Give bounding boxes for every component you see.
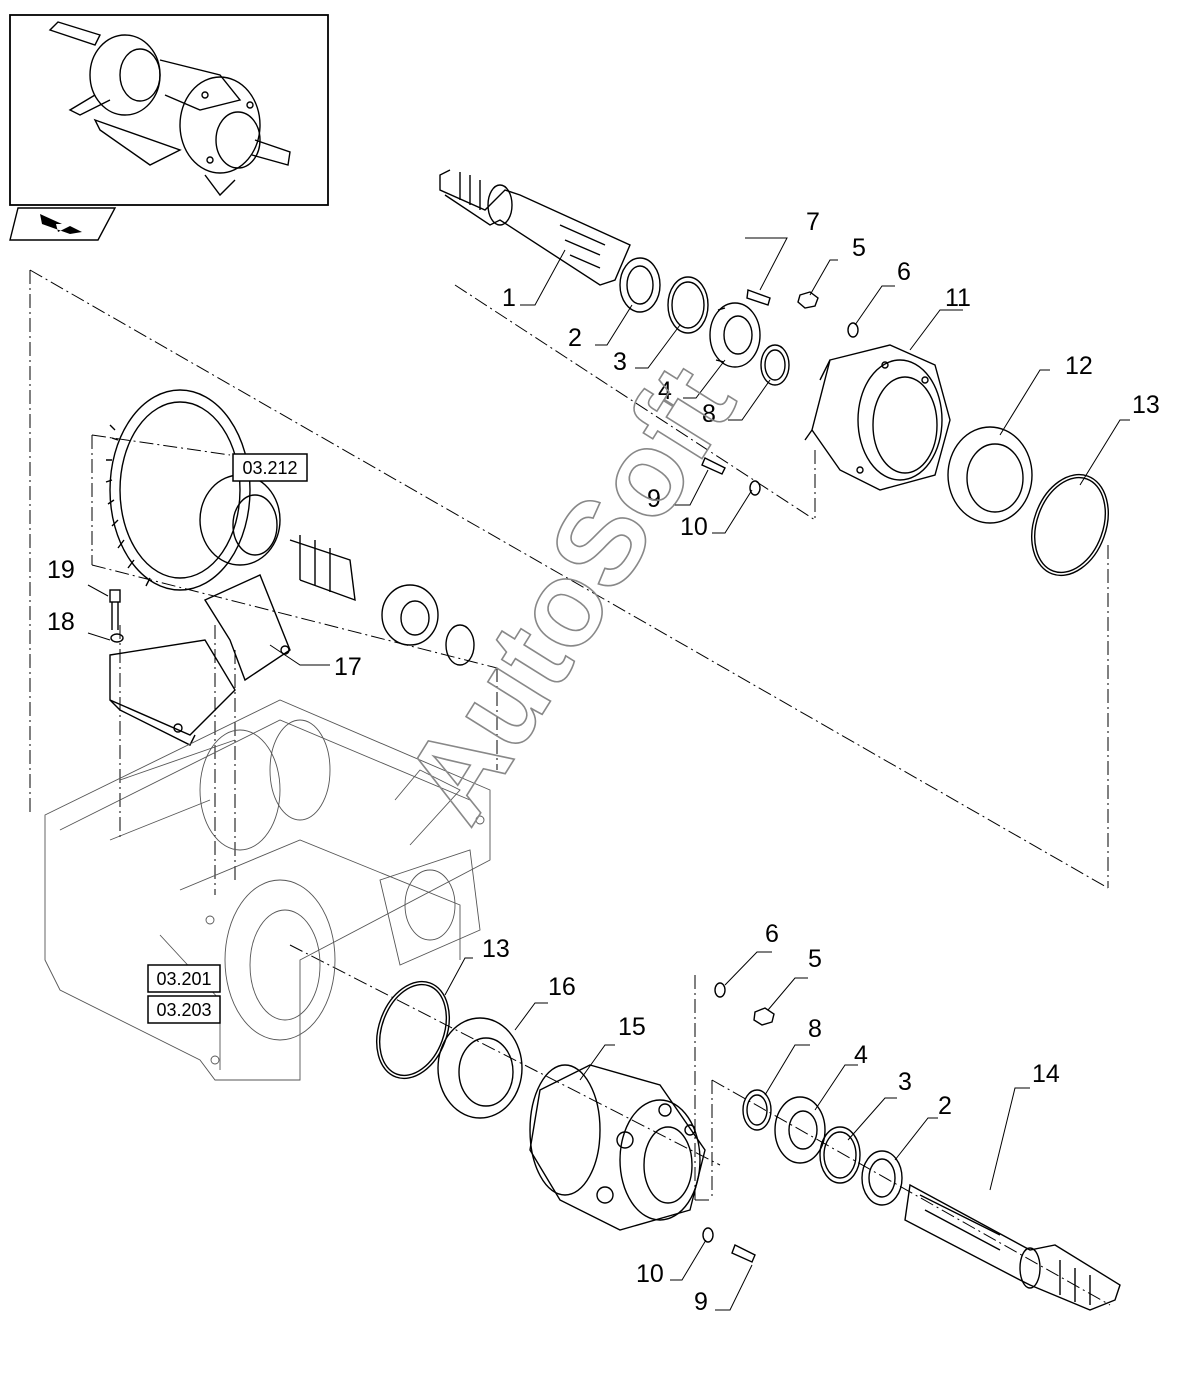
part-17-guard-plate[interactable] [109, 574, 291, 746]
part-10-washer-upper[interactable] [749, 480, 761, 496]
part-4-bearing-lower[interactable] [774, 1096, 826, 1164]
callout-4-lower: 4 [854, 1041, 868, 1069]
part-4-bearing[interactable] [709, 302, 761, 368]
part-8-snap-ring-lower[interactable] [742, 1089, 772, 1131]
part-16-seal[interactable] [437, 1017, 523, 1119]
callout-19: 19 [47, 556, 75, 584]
callout-10-lower: 10 [636, 1260, 664, 1288]
watermark-text: AutoSoft [378, 343, 760, 844]
part-15-housing[interactable] [529, 1064, 706, 1231]
callout-16: 16 [548, 973, 576, 1001]
callout-15: 15 [618, 1013, 646, 1041]
callout-8-lower: 8 [808, 1015, 822, 1043]
callout-13: 13 [1132, 391, 1160, 419]
callout-2: 2 [568, 324, 582, 352]
callout-7: 7 [806, 208, 820, 236]
callout-12: 12 [1065, 352, 1093, 380]
alignment-lines [29, 269, 1111, 1306]
part-6-washer[interactable] [847, 322, 859, 338]
part-19-bolt[interactable] [109, 589, 121, 630]
assembly-thumbnail[interactable] [9, 14, 329, 206]
part-3-circlip-lower[interactable] [819, 1126, 861, 1184]
part-7-bolt[interactable] [746, 289, 771, 306]
ref-box-03-201[interactable]: 03.201 [147, 964, 221, 993]
part-6-washer-lower[interactable] [714, 982, 726, 998]
ref-label-03-212: 03.212 [242, 458, 297, 478]
part-10-washer-lower[interactable] [702, 1227, 714, 1243]
previous-page-arrow-icon[interactable] [9, 207, 117, 241]
gear-assembly[interactable] [105, 389, 475, 666]
part-14-output-shaft[interactable] [904, 1183, 1121, 1311]
callout-11: 11 [945, 284, 971, 312]
part-13-o-ring-lower[interactable] [364, 971, 462, 1088]
ref-box-03-212[interactable]: 03.212 [232, 453, 308, 482]
callout-5-lower: 5 [808, 945, 822, 973]
part-11-housing[interactable] [804, 344, 951, 491]
callout-3-lower: 3 [898, 1068, 912, 1096]
part-18-washer[interactable] [110, 633, 124, 643]
part-3-circlip[interactable] [667, 276, 709, 334]
part-2-seal-ring-lower[interactable] [861, 1150, 903, 1206]
callout-1: 1 [502, 284, 516, 312]
part-2-seal-ring[interactable] [619, 257, 661, 313]
part-12-seal[interactable] [947, 426, 1033, 524]
callout-8: 8 [702, 400, 716, 428]
callout-13-lower: 13 [482, 935, 510, 963]
ref-box-03-203[interactable]: 03.203 [147, 995, 221, 1024]
callout-6: 6 [897, 258, 911, 286]
callout-9: 9 [647, 485, 661, 513]
callout-2-lower: 2 [938, 1092, 952, 1120]
part-5-nut[interactable] [797, 291, 819, 309]
part-5-nut-lower[interactable] [753, 1007, 775, 1026]
part-9-bolt-lower[interactable] [731, 1244, 756, 1263]
part-1-input-shaft[interactable] [439, 169, 631, 286]
callout-3: 3 [613, 348, 627, 376]
gearbox-housing[interactable] [44, 699, 491, 1081]
callout-10: 10 [680, 513, 708, 541]
callout-18: 18 [47, 608, 75, 636]
callout-14: 14 [1032, 1060, 1060, 1088]
part-13-o-ring-upper[interactable] [1018, 464, 1121, 586]
callout-5: 5 [852, 234, 866, 262]
part-9-bolt-upper[interactable] [701, 457, 726, 475]
callout-6-lower: 6 [765, 920, 779, 948]
ref-label-03-203: 03.203 [156, 1000, 211, 1020]
callout-9-lower: 9 [694, 1288, 708, 1316]
callout-labels: 1 2 3 4 7 5 6 8 11 12 13 9 10 19 18 17 1… [47, 208, 1160, 1316]
callout-17: 17 [334, 653, 362, 681]
ref-label-03-201: 03.201 [156, 969, 211, 989]
leader-lines [87, 237, 1130, 1311]
part-8-snap-ring[interactable] [760, 344, 790, 386]
callout-4: 4 [658, 377, 672, 405]
